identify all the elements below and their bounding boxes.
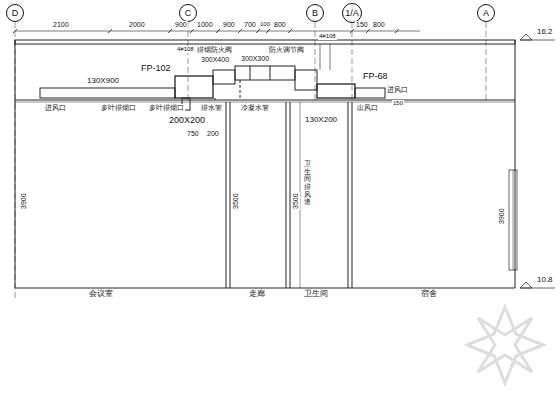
axis-label: 1/A: [345, 9, 359, 18]
room-name: 宿舍: [420, 290, 438, 299]
duct-size: 130X200: [304, 116, 338, 125]
outlet-label: 出风口: [356, 104, 379, 112]
pipe-label: 冷凝水管: [240, 104, 270, 112]
duct-size: 200X200: [168, 116, 206, 126]
height-dimension: 3900: [498, 207, 506, 225]
duct-size: 300X400: [200, 56, 230, 64]
dimension: 800: [372, 21, 386, 29]
dimension: 150: [392, 100, 404, 107]
unit-tag: FP-102: [140, 64, 172, 74]
axis-label: D: [12, 9, 19, 18]
dimension: 200: [206, 130, 220, 138]
elevation: 10.8: [536, 276, 554, 285]
duct-note: 4#108: [318, 33, 337, 40]
room-name: 卫生间: [303, 290, 329, 299]
dimension: 1000: [196, 21, 214, 29]
outlet-label: 多叶排烟口: [100, 104, 137, 112]
dimension: 2000: [128, 21, 146, 29]
outlet-label: 进风口: [386, 86, 409, 94]
dimension: 900: [222, 21, 236, 29]
axis-bubble: D: [6, 4, 24, 22]
outlet-label: 进风口: [44, 104, 67, 112]
duct-size: 130X900: [86, 77, 120, 86]
dimension: 150: [355, 21, 369, 29]
axis-label: C: [185, 9, 192, 18]
dimension: 800: [273, 21, 287, 29]
room-name: 走廊: [248, 290, 266, 299]
dimension: 100: [259, 21, 271, 28]
shaft-label: 卫生间排风道: [303, 160, 312, 206]
valve-label: 排烟防火阀: [196, 46, 233, 54]
height-dimension: 3500: [232, 192, 240, 210]
axis-label: A: [483, 9, 489, 18]
axis-bubble: C: [179, 4, 197, 22]
height-dimension: 3900: [20, 192, 28, 210]
pipe-label: 排水管: [200, 104, 223, 112]
axis-bubble: B: [306, 4, 324, 22]
axis-label: B: [312, 9, 318, 18]
outlet-label: 多叶排烟口: [148, 104, 185, 112]
dimension: 700: [243, 21, 257, 29]
axis-bubble: 1/A: [342, 3, 362, 23]
dimension: 750: [186, 130, 200, 138]
unit-tag: FP-68: [362, 72, 389, 82]
dimension: 2100: [52, 21, 70, 29]
height-dimension: 3500: [292, 192, 300, 210]
elevation: 16.2: [536, 28, 554, 37]
room-name: 会议室: [88, 290, 114, 299]
duct-size: 300X300: [240, 55, 270, 63]
dimension: 900: [174, 21, 188, 29]
valve-label: 防火调节阀: [268, 46, 305, 54]
axis-bubble: A: [477, 4, 495, 22]
duct-note: 4#108: [176, 46, 195, 53]
